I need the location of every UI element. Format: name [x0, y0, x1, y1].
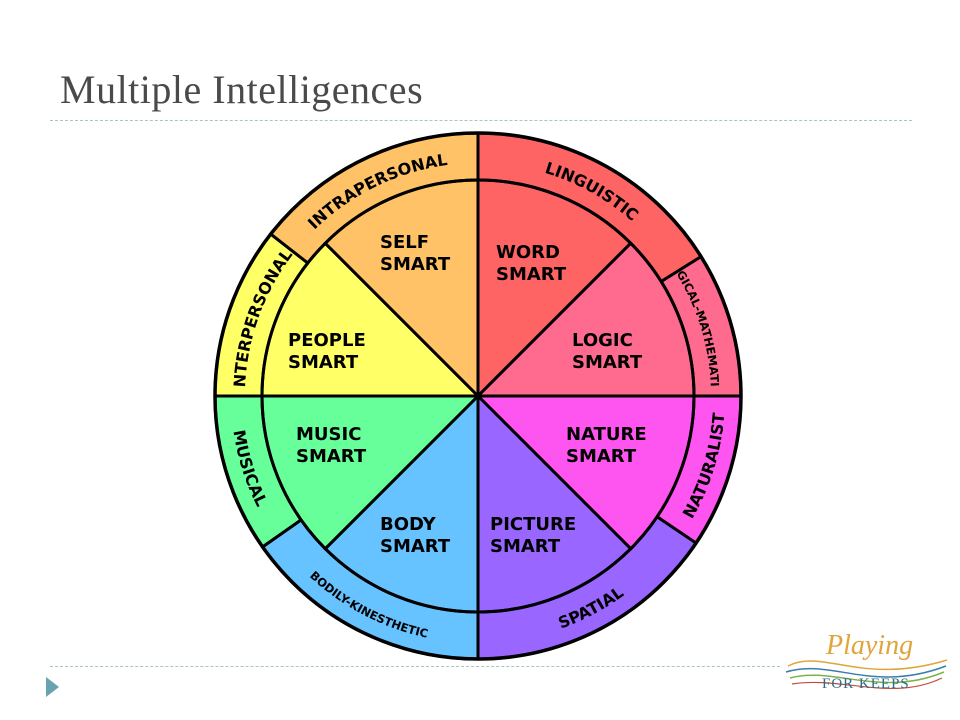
wheel-segments	[213, 131, 743, 661]
ring-label-interpersonal: INTERPERSONAL	[0, 0, 296, 388]
inner-circle	[260, 178, 696, 614]
outer-circle	[213, 131, 743, 661]
footer-divider	[50, 666, 780, 667]
logo-text-for-keeps: FOR KEEPS	[822, 676, 910, 692]
bullet-arrow-icon	[46, 677, 59, 697]
title-divider	[50, 120, 912, 121]
logo-text-playing: Playing	[826, 630, 914, 661]
playing-for-keeps-logo	[785, 659, 948, 689]
slide-title: Multiple Intelligences	[60, 67, 424, 112]
